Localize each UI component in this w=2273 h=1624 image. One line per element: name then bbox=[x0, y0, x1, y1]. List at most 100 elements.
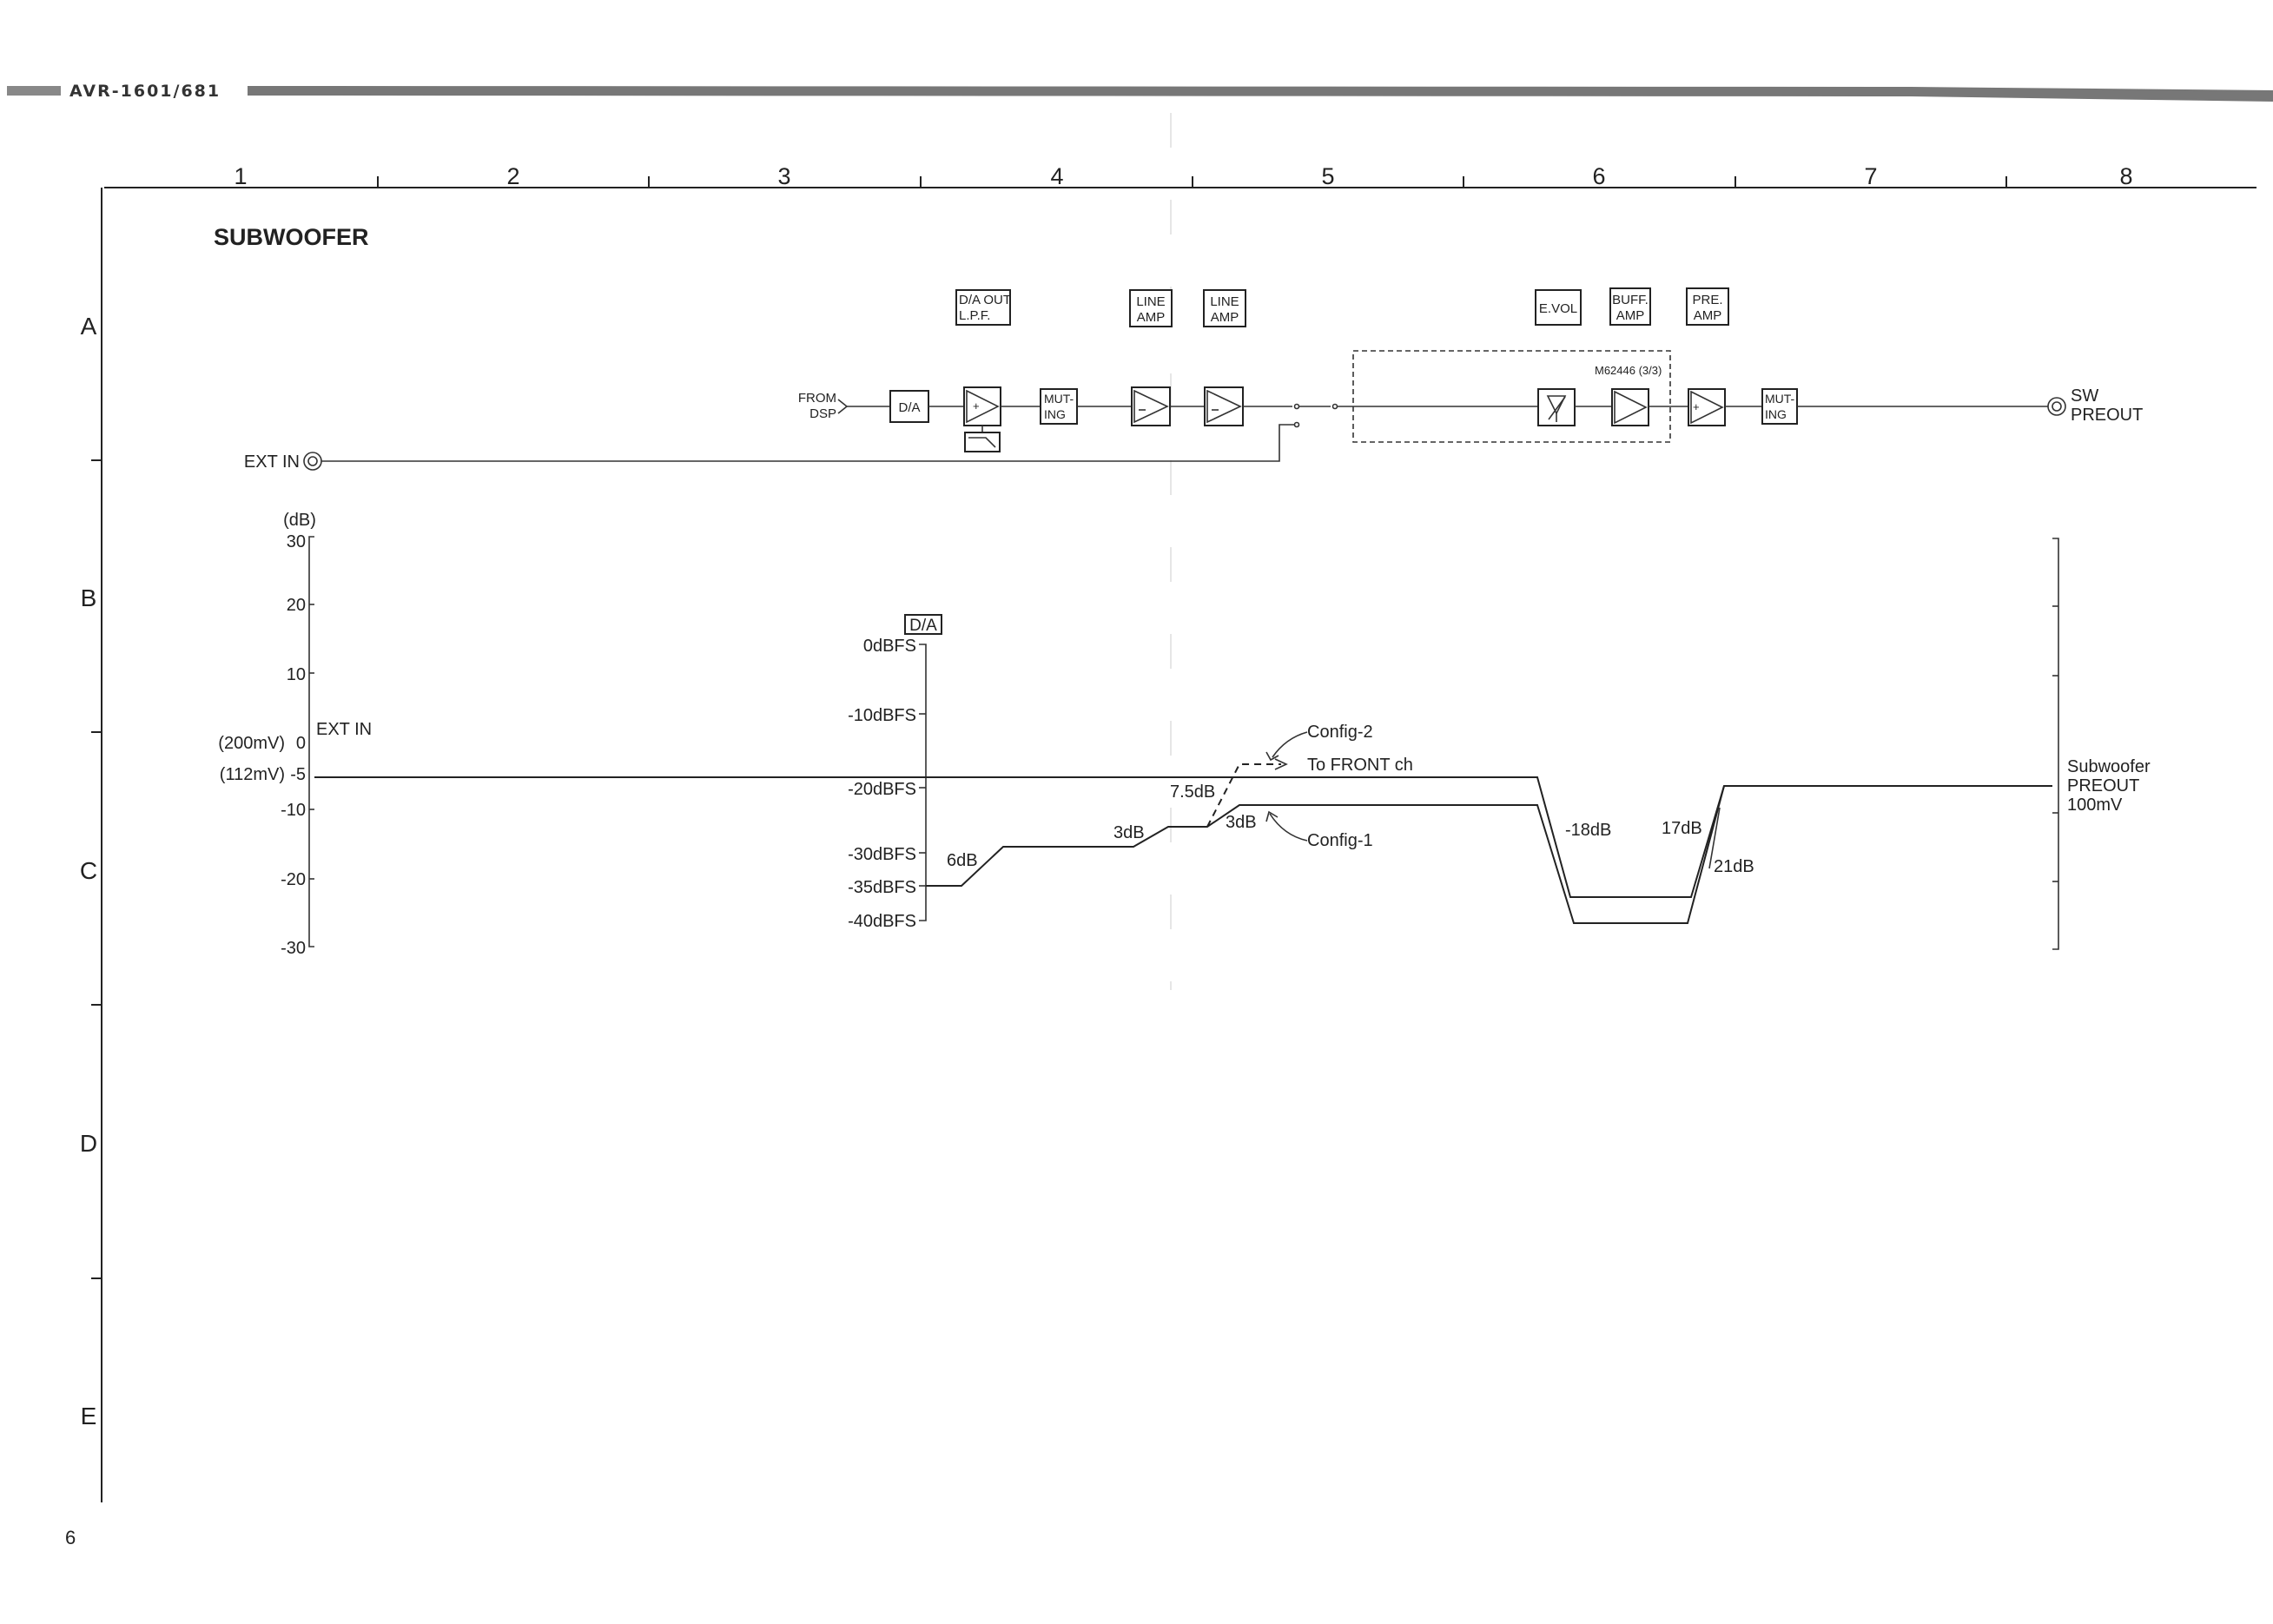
lpf-filter-icon bbox=[964, 432, 1001, 452]
da-converter-block: D/A bbox=[889, 390, 929, 423]
db-axis-line bbox=[308, 536, 314, 947]
label-line: PRE. bbox=[1692, 293, 1722, 307]
level-trace-ext-in bbox=[314, 776, 2052, 898]
level-diagram: (dB) 30 20 10 0 -5 -10 -20 -30 (200mV) (… bbox=[218, 511, 2151, 958]
label-line: AMP bbox=[1694, 308, 1722, 323]
lpf-amp-block: + bbox=[963, 386, 1001, 452]
row-label: D bbox=[80, 1130, 97, 1157]
ext-in-level-label: EXT IN bbox=[316, 720, 372, 739]
db-tick-label: -10 bbox=[281, 801, 306, 820]
ext-in-label: EXT IN bbox=[244, 452, 300, 472]
gain-label: 21dB bbox=[1714, 857, 1754, 876]
da-axis-title-box bbox=[904, 614, 942, 635]
column-label: 2 bbox=[506, 163, 519, 189]
label-line: BUFF. bbox=[1612, 293, 1649, 307]
dbfs-tick-label: 0dBFS bbox=[863, 637, 916, 656]
dbfs-tick-label: -35dBFS bbox=[848, 878, 916, 897]
column-label: 1 bbox=[234, 163, 247, 189]
db-tick-label: -5 bbox=[290, 765, 306, 784]
evol-label: E.VOL bbox=[1535, 289, 1582, 326]
from-dsp-arrow bbox=[837, 399, 849, 414]
row-labels: A B C D E bbox=[80, 313, 97, 1429]
column-label: 7 bbox=[1864, 163, 1877, 189]
line-amp-2-label: LINE AMP bbox=[1203, 289, 1246, 327]
dbfs-tick-label: -30dBFS bbox=[848, 845, 916, 864]
sw-preout-jack-icon bbox=[2047, 397, 2066, 416]
column-label: 8 bbox=[2119, 163, 2132, 189]
gain-label: 17dB bbox=[1662, 819, 1702, 838]
label-line: MUT- bbox=[1765, 392, 1795, 406]
ref-112mv-label: (112mV) bbox=[220, 765, 285, 784]
evol-block bbox=[1537, 388, 1576, 426]
db-unit-label: (dB) bbox=[283, 511, 316, 530]
buff-amp-block bbox=[1611, 388, 1649, 426]
label-line: L.P.F. bbox=[959, 308, 990, 323]
m62446-ic-outline bbox=[1352, 350, 1671, 443]
row-label: E bbox=[81, 1403, 97, 1429]
frame bbox=[91, 113, 2256, 1502]
label-line: AMP bbox=[1616, 308, 1645, 323]
db-tick-label: 30 bbox=[287, 532, 306, 551]
model-title: AVR-1601/681 bbox=[69, 82, 221, 101]
from-dsp-line2: DSP bbox=[809, 406, 836, 421]
db-tick-label: 20 bbox=[287, 596, 306, 615]
level-trace-config-2 bbox=[1206, 763, 1281, 828]
label-line: AMP bbox=[1137, 310, 1166, 325]
column-labels: 1 2 3 4 5 6 7 8 bbox=[234, 163, 2132, 189]
label-line: AMP bbox=[1211, 310, 1239, 325]
from-dsp-line1: FROM bbox=[798, 391, 836, 406]
label-line: E.VOL bbox=[1539, 301, 1577, 316]
label-line: LINE bbox=[1210, 294, 1239, 309]
sw-preout-label-line2: PREOUT bbox=[2071, 406, 2143, 425]
gain-label: 3dB bbox=[1113, 823, 1145, 842]
ext-in-wire bbox=[321, 424, 1294, 462]
column-label: 4 bbox=[1050, 163, 1063, 189]
column-label: 3 bbox=[777, 163, 790, 189]
dbfs-axis-line bbox=[919, 644, 927, 921]
config-2-leader bbox=[1272, 731, 1308, 758]
gain-label: 6dB bbox=[947, 851, 978, 870]
dbfs-tick-label: -40dBFS bbox=[848, 912, 916, 931]
to-front-arrow bbox=[1274, 758, 1288, 770]
db-tick-label: -20 bbox=[281, 870, 306, 889]
output-axis-line bbox=[2052, 538, 2059, 950]
line-amp-1-block bbox=[1131, 386, 1171, 426]
sw-preout-label-line1: SW bbox=[2071, 386, 2098, 406]
config-1-label: Config-1 bbox=[1307, 831, 1373, 850]
config-1-leader bbox=[1269, 813, 1308, 842]
db-tick-label: -30 bbox=[281, 939, 306, 958]
da-out-lpf-label: D/A OUT L.P.F. bbox=[955, 289, 1011, 326]
level-trace-config-1 bbox=[926, 785, 1725, 924]
page-number: 6 bbox=[65, 1527, 76, 1548]
label-line: LINE bbox=[1136, 294, 1165, 309]
plus-sign: + bbox=[1693, 400, 1700, 413]
to-front-label: To FRONT ch bbox=[1307, 756, 1413, 775]
ref-200mv-label: (200mV) bbox=[218, 734, 285, 753]
muting-block-1: MUT- ING bbox=[1040, 388, 1078, 425]
signal-chain: FROM DSP D/A + MUT- ING bbox=[244, 350, 2143, 472]
column-label: 6 bbox=[1592, 163, 1605, 189]
da-axis-title: D/A bbox=[909, 617, 937, 635]
label-line: 100mV bbox=[2067, 795, 2123, 815]
line-amp-1-label: LINE AMP bbox=[1129, 289, 1173, 327]
pre-amp-label: PRE. AMP bbox=[1686, 287, 1729, 326]
db-axis-ticks: 30 20 10 0 -5 -10 -20 -30 (200mV) (112mV… bbox=[218, 532, 314, 958]
row-label: B bbox=[81, 584, 97, 611]
buff-amp-label: BUFF. AMP bbox=[1609, 287, 1651, 326]
header: AVR-1601/681 bbox=[7, 82, 2273, 102]
plus-sign: + bbox=[973, 399, 980, 413]
gain-label: 7.5dB bbox=[1170, 782, 1215, 802]
gain-label: 3dB bbox=[1226, 813, 1257, 832]
diagram-title: SUBWOOFER bbox=[214, 224, 369, 250]
muting-block-2: MUT- ING bbox=[1761, 388, 1798, 425]
input-selector-switch bbox=[1293, 403, 1338, 428]
header-bar-right bbox=[248, 86, 2273, 102]
dbfs-tick-label: -20dBFS bbox=[848, 780, 916, 799]
label-line: PREOUT bbox=[2067, 776, 2139, 795]
dbfs-axis-ticks: 0dBFS -10dBFS -20dBFS -30dBFS -35dBFS -4… bbox=[848, 637, 926, 931]
dbfs-tick-label: -10dBFS bbox=[848, 706, 916, 725]
ext-in-jack-icon bbox=[303, 452, 322, 471]
da-box-label: D/A bbox=[898, 400, 920, 415]
line-amp-2-block bbox=[1204, 386, 1244, 426]
